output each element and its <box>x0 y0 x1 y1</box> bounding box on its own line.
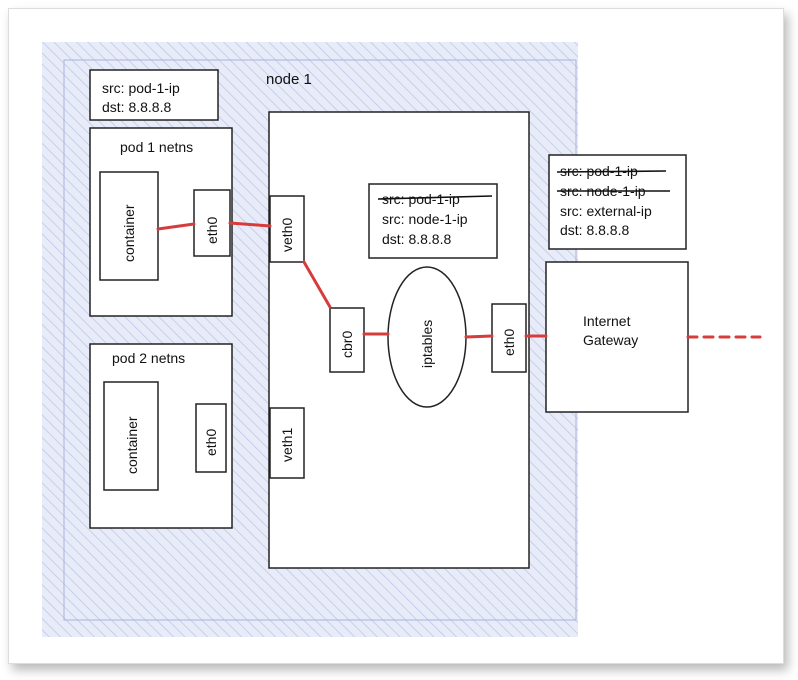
gw-packet-dst: dst: 8.8.8.8 <box>560 222 629 238</box>
packet-box-pod <box>89 69 219 121</box>
node-eth0 <box>491 303 527 373</box>
pod1-container-label: container <box>121 204 137 262</box>
node-packet-new-src: src: node-1-ip <box>382 211 468 227</box>
cbr0-label: cbr0 <box>339 331 355 358</box>
internet-gateway <box>545 261 689 413</box>
link-veth0-cbr0 <box>302 260 332 309</box>
pod2-container <box>103 381 159 491</box>
pod1-title: pod 1 netns <box>120 139 193 155</box>
gateway-label-line2: Gateway <box>583 332 638 348</box>
node-eth0-label: eth0 <box>501 329 517 356</box>
pod1-container <box>99 171 159 281</box>
node-label: node 1 <box>266 71 312 88</box>
pod2-title: pod 2 netns <box>112 350 185 366</box>
packet-dst: dst: 8.8.8.8 <box>102 99 171 115</box>
link-container-eth0 <box>156 222 196 231</box>
node-packet-dst: dst: 8.8.8.8 <box>382 231 451 247</box>
veth1-label: veth1 <box>279 428 295 462</box>
gw-packet-strike1 <box>556 170 667 173</box>
packet-src: src: pod-1-ip <box>102 80 180 96</box>
pod2-container-label: container <box>124 416 140 474</box>
gw-packet-src: src: external-ip <box>560 203 652 219</box>
iptables-label: iptables <box>419 320 435 368</box>
veth0 <box>269 195 305 263</box>
packet-path <box>156 221 762 339</box>
link-eth0-veth0 <box>228 221 272 228</box>
veth1 <box>269 407 305 479</box>
cbr0-bridge <box>329 307 365 373</box>
pod2-eth0 <box>195 403 227 473</box>
pod1-eth0-label: eth0 <box>204 217 220 244</box>
node-packet-strike <box>377 195 493 200</box>
node-packet-old-src: src: pod-1-ip <box>382 191 460 207</box>
veth0-label: veth0 <box>279 218 295 252</box>
gateway-label-line1: Internet <box>583 313 631 329</box>
link-iptables-eth0 <box>464 334 494 339</box>
pod2-eth0-label: eth0 <box>203 429 219 456</box>
